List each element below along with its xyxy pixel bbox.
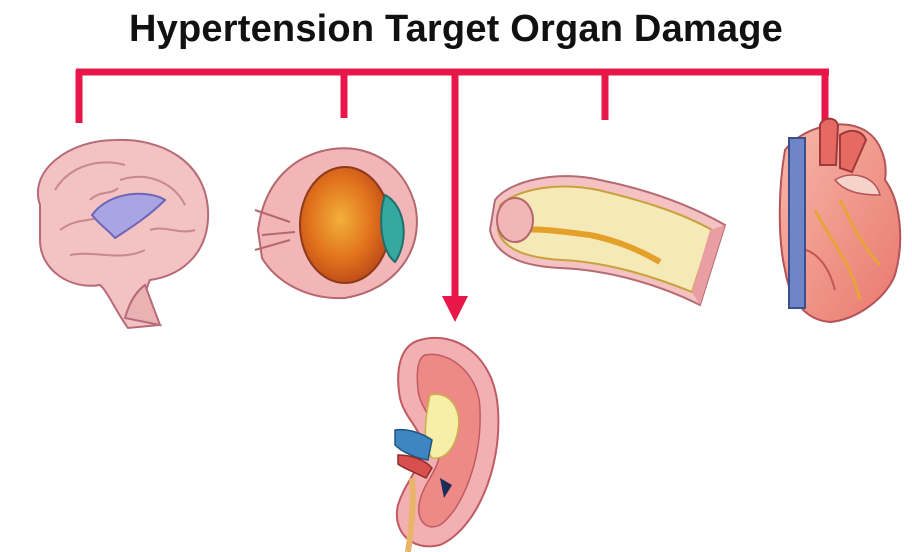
kidney-icon	[395, 338, 498, 552]
artery-icon	[490, 176, 725, 305]
heart-icon	[780, 119, 900, 322]
kidney-arrowhead-icon	[442, 296, 468, 322]
brain-icon	[38, 140, 208, 328]
eye-icon	[255, 148, 417, 298]
